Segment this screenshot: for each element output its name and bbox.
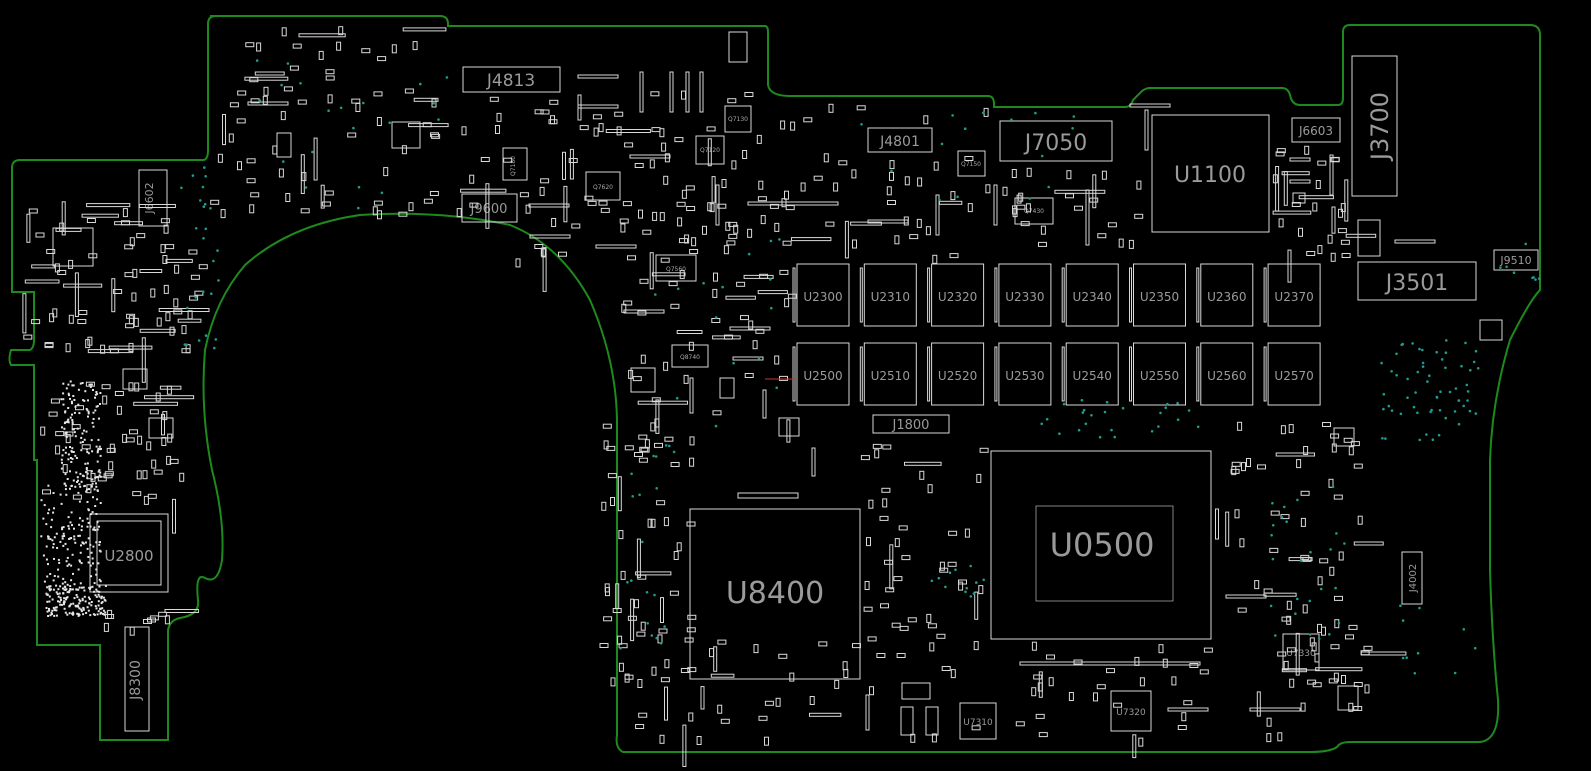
label-u2340: U2340 bbox=[1073, 290, 1112, 304]
chip-u2540[interactable]: U2540 bbox=[1061, 342, 1119, 406]
label-u7310: U7310 bbox=[963, 718, 993, 728]
label-u2560: U2560 bbox=[1207, 369, 1246, 383]
label-q8740: Q8740 bbox=[680, 354, 700, 361]
label-j8300: J8300 bbox=[128, 660, 144, 701]
label-u2800: U2800 bbox=[104, 547, 153, 565]
label-u2370: U2370 bbox=[1274, 290, 1313, 304]
label-u1100: U1100 bbox=[1174, 163, 1246, 188]
connector-j8300[interactable]: J8300 bbox=[124, 626, 150, 732]
board-outline bbox=[8, 15, 1541, 753]
label-j6602: J6602 bbox=[143, 182, 156, 214]
connector-j3501[interactable]: J3501 bbox=[1357, 261, 1477, 301]
chip-u2330[interactable]: U2330 bbox=[994, 263, 1052, 327]
label-j7050: J7050 bbox=[1023, 131, 1087, 156]
label-j4813: J4813 bbox=[486, 71, 535, 91]
label-u2550: U2550 bbox=[1140, 369, 1179, 383]
via-holes bbox=[180, 59, 1541, 675]
chip-u2500[interactable]: U2500 bbox=[792, 342, 850, 406]
label-q7150: Q7150 bbox=[961, 161, 981, 168]
chip-u7310[interactable]: U7310 bbox=[959, 702, 997, 740]
part-q7130[interactable]: Q7130 bbox=[724, 105, 752, 133]
label-q7120: Q7120 bbox=[700, 147, 720, 154]
chip-u1100[interactable]: U1100 bbox=[1151, 114, 1270, 233]
chip-u2340[interactable]: U2340 bbox=[1061, 263, 1119, 327]
label-u8400: U8400 bbox=[726, 576, 824, 611]
label-j6603: J6603 bbox=[1298, 124, 1333, 138]
label-u2530: U2530 bbox=[1005, 369, 1044, 383]
dram-row-top: U2300 U2310 U2320 U2330 U2340 U2350 U2360 U2370 bbox=[792, 263, 1321, 327]
label-u7320: U7320 bbox=[1116, 708, 1146, 718]
connector-j9510[interactable]: J9510 bbox=[1493, 249, 1539, 271]
passive-components bbox=[22, 26, 1436, 767]
chip-u2350[interactable]: U2350 bbox=[1129, 263, 1186, 327]
chip-u7320[interactable]: U7320 bbox=[1110, 690, 1152, 732]
label-j3700: J3700 bbox=[1366, 92, 1394, 162]
label-u2570: U2570 bbox=[1274, 369, 1313, 383]
chip-u2510[interactable]: U2510 bbox=[859, 342, 917, 406]
label-q7430: Q7430 bbox=[1024, 208, 1044, 215]
dram-row-bottom: U2500 U2510 U2520 U2530 U2540 U2550 U2560 U2570 bbox=[792, 342, 1321, 406]
chip-u2800[interactable]: U2800 bbox=[89, 513, 169, 593]
chip-u2370[interactable]: U2370 bbox=[1263, 263, 1321, 327]
label-u7330: U7330 bbox=[1286, 649, 1316, 659]
label-j1800: J1800 bbox=[892, 418, 930, 433]
connector-j1800[interactable]: J1800 bbox=[872, 414, 950, 434]
chip-u2320[interactable]: U2320 bbox=[927, 263, 985, 327]
chip-u2300[interactable]: U2300 bbox=[792, 263, 850, 327]
connector-j7050[interactable]: J7050 bbox=[999, 120, 1113, 162]
chip-u2550[interactable]: U2550 bbox=[1129, 342, 1186, 406]
label-u2320: U2320 bbox=[938, 290, 977, 304]
label-u2510: U2510 bbox=[871, 369, 910, 383]
connector-j3700[interactable]: J3700 bbox=[1351, 55, 1398, 197]
label-j9510: J9510 bbox=[1499, 254, 1531, 267]
connector-j4801[interactable]: J4801 bbox=[867, 127, 933, 153]
chip-u2360[interactable]: U2360 bbox=[1196, 263, 1254, 327]
part-q7620[interactable]: Q7620 bbox=[585, 171, 621, 201]
label-q7620: Q7620 bbox=[593, 184, 613, 191]
chip-u8400[interactable]: U8400 bbox=[689, 508, 861, 680]
chip-u2560[interactable]: U2560 bbox=[1196, 342, 1254, 406]
connector-j4002[interactable]: J4002 bbox=[1401, 551, 1423, 605]
label-u2330: U2330 bbox=[1005, 290, 1044, 304]
connector-j6602[interactable]: J6602 bbox=[138, 169, 168, 227]
connector-j6603[interactable]: J6603 bbox=[1291, 117, 1341, 143]
part-q7430[interactable]: Q7430 bbox=[1014, 197, 1054, 225]
label-u2520: U2520 bbox=[938, 369, 977, 383]
label-u2310: U2310 bbox=[871, 290, 910, 304]
label-u0500: U0500 bbox=[1050, 526, 1155, 564]
label-u2540: U2540 bbox=[1073, 369, 1112, 383]
chip-u2310[interactable]: U2310 bbox=[859, 263, 917, 327]
label-q7560: Q7560 bbox=[666, 266, 686, 273]
label-j4801: J4801 bbox=[879, 134, 920, 150]
label-q7180: Q7180 bbox=[510, 156, 517, 176]
label-u2350: U2350 bbox=[1140, 290, 1179, 304]
part-q8740[interactable]: Q8740 bbox=[671, 344, 709, 368]
label-u2300: U2300 bbox=[803, 290, 842, 304]
label-j4002: J4002 bbox=[1408, 564, 1419, 593]
small-chips bbox=[52, 31, 1503, 736]
connector-j4813[interactable]: J4813 bbox=[462, 66, 561, 93]
label-q7130: Q7130 bbox=[728, 116, 748, 123]
chip-u2520[interactable]: U2520 bbox=[927, 342, 985, 406]
label-u2360: U2360 bbox=[1207, 290, 1246, 304]
part-q7560[interactable]: Q7560 bbox=[655, 254, 697, 282]
label-j3501: J3501 bbox=[1384, 271, 1448, 296]
chip-u2530[interactable]: U2530 bbox=[994, 342, 1052, 406]
chip-u2570[interactable]: U2570 bbox=[1263, 342, 1321, 406]
part-q7180[interactable]: Q7180 bbox=[502, 147, 528, 181]
chip-u0500[interactable]: U0500 bbox=[990, 450, 1212, 640]
part-q7150[interactable]: Q7150 bbox=[957, 150, 986, 177]
label-u2500: U2500 bbox=[803, 369, 842, 383]
part-q7120[interactable]: Q7120 bbox=[695, 135, 725, 165]
